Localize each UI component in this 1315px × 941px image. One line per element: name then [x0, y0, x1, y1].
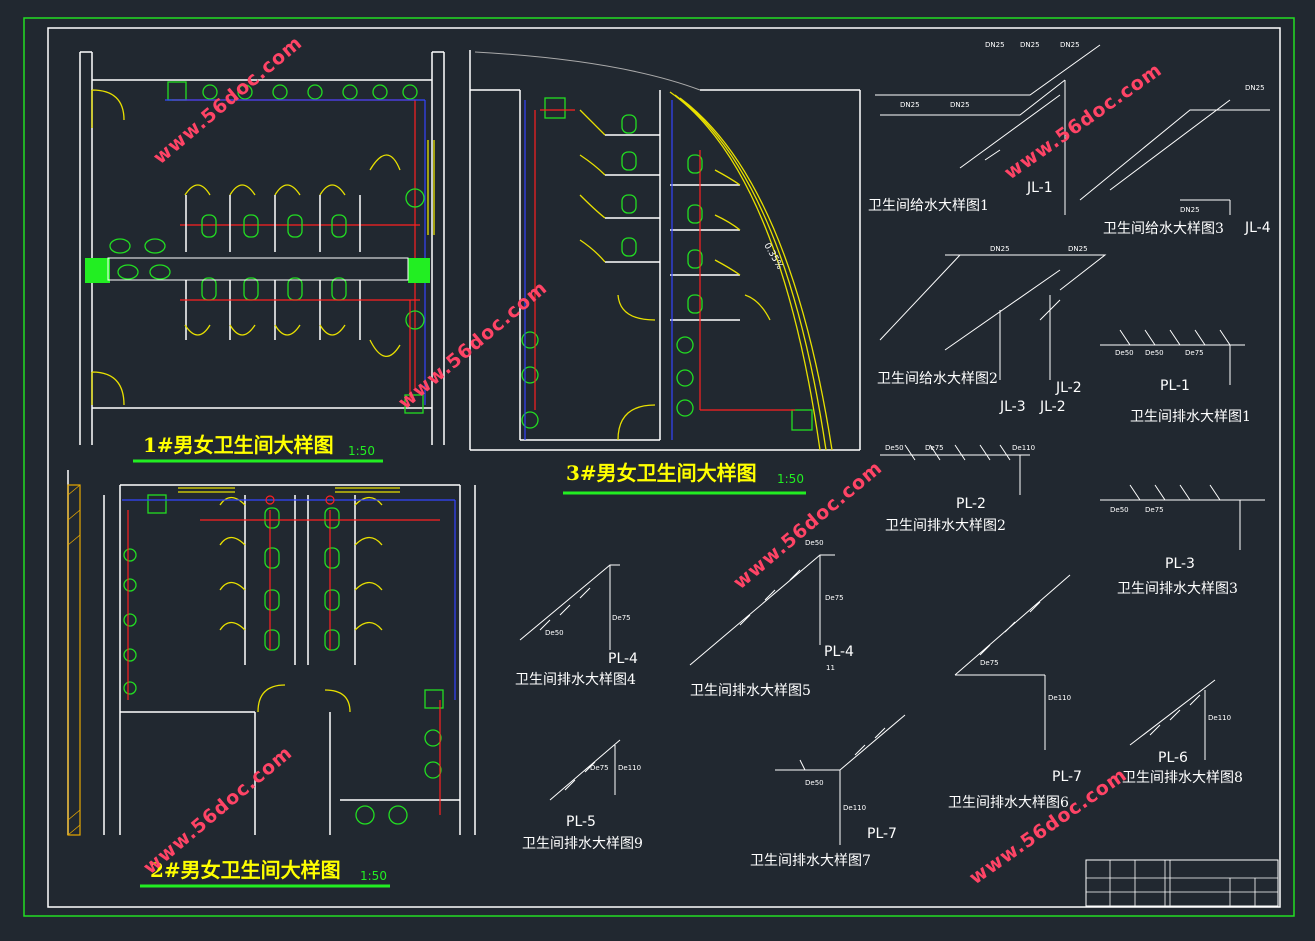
ps2-size-b: De75 [925, 444, 944, 452]
ps3-size-a: De50 [1110, 506, 1129, 514]
drain-diagram-4: De50 De75 [519, 564, 631, 650]
ps3-caption: 卫生间排水大样图3 [1117, 581, 1238, 597]
gs1-tag: JL-1 [1026, 180, 1053, 196]
gs1-size-c: DN25 [1060, 41, 1080, 49]
title-block [1085, 859, 1279, 907]
plan3-scale: 1:50 [777, 472, 804, 486]
drain-diagram-6: De75 De110 [954, 574, 1071, 750]
plan-3: 0.35% [469, 50, 861, 451]
gs3-size: DN25 [1180, 206, 1200, 214]
ps3-size-b: De75 [1145, 506, 1164, 514]
plan1-scale: 1:50 [348, 444, 375, 458]
drain-diagram-9: De75 De110 [549, 739, 641, 801]
plan-1 [79, 51, 445, 445]
drain-diagram-3: De50 De75 [1100, 484, 1265, 550]
ps4-tag: PL-4 [608, 651, 638, 667]
ps4-caption: 卫生间排水大样图4 [515, 672, 636, 688]
gs2-tag-c: JL-2 [1039, 399, 1066, 415]
ps1-size-a: De50 [1115, 349, 1134, 357]
ps5-caption: 卫生间排水大样图5 [690, 683, 811, 699]
drain-diagram-8: De110 [1129, 679, 1231, 760]
ps3-tag: PL-3 [1165, 556, 1195, 572]
ps5-extra: 11 [826, 664, 835, 672]
drain-diagram-2: De50 De75 De110 [880, 444, 1035, 495]
ps9-size-a: De75 [590, 764, 609, 772]
gs2-tag-a: JL-2 [1055, 380, 1082, 396]
gs1-size-a: DN25 [985, 41, 1005, 49]
ps1-tag: PL-1 [1160, 378, 1190, 394]
gs2-caption: 卫生间给水大样图2 [877, 371, 998, 387]
gs3-size-b: DN25 [1245, 84, 1265, 92]
ps2-size-a: De50 [885, 444, 904, 452]
plan2-title: 2#男女卫生间大样图 [150, 858, 341, 882]
inner-frame [47, 27, 1281, 908]
ps1-caption: 卫生间排水大样图1 [1130, 409, 1251, 425]
supply-diagram-1: DN25 DN25 DN25 DN25 DN25 [875, 41, 1101, 215]
ps8-tag: PL-6 [1158, 750, 1188, 766]
gs1-size-e: DN25 [950, 101, 970, 109]
watermark-6: www.56doc.com [965, 764, 1131, 889]
outer-frame [23, 17, 1295, 917]
ps8-caption: 卫生间排水大样图8 [1122, 770, 1243, 786]
ps2-caption: 卫生间排水大样图2 [885, 518, 1006, 534]
plan-2 [67, 470, 476, 836]
ps8-size: De110 [1208, 714, 1231, 722]
ps9-caption: 卫生间排水大样图9 [522, 836, 643, 852]
gs2-size-b: DN25 [1068, 245, 1088, 253]
gs1-size-b: DN25 [1020, 41, 1040, 49]
ps2-size-c: De110 [1012, 444, 1035, 452]
ps6-size-b: De110 [1048, 694, 1071, 702]
ps6-caption: 卫生间排水大样图6 [948, 795, 1069, 811]
gs1-caption: 卫生间给水大样图1 [868, 198, 989, 214]
ps9-tag: PL-5 [566, 814, 596, 830]
ps7-size-b: De110 [843, 804, 866, 812]
drain-diagram-1: De50 De50 De75 [1100, 329, 1245, 385]
ps4-size-a: De50 [545, 629, 564, 637]
gs3-tag: JL-4 [1244, 220, 1271, 236]
gs2-size-a: DN25 [990, 245, 1010, 253]
watermark-3: www.56doc.com [1000, 59, 1166, 184]
ps4-size-b: De75 [612, 614, 631, 622]
ps1-size-c: De75 [1185, 349, 1204, 357]
ps5-size-a: De50 [805, 539, 824, 547]
ps9-size-b: De110 [618, 764, 641, 772]
ps7-size-a: De50 [805, 779, 824, 787]
drain-diagram-5: De50 De75 [689, 539, 844, 666]
ps5-size-b: De75 [825, 594, 844, 602]
supply-diagram-3: DN25 DN25 [1079, 84, 1270, 215]
ps7-caption: 卫生间排水大样图7 [750, 853, 871, 869]
ps2-tag: PL-2 [956, 496, 986, 512]
ps6-tag: PL-7 [1052, 769, 1082, 785]
ps7-tag: PL-7 [867, 826, 897, 842]
ps1-size-b: De50 [1145, 349, 1164, 357]
plan2-scale: 1:50 [360, 869, 387, 883]
supply-diagram-2: DN25 DN25 [879, 245, 1107, 380]
ps6-size-a: De75 [980, 659, 999, 667]
gs1-size-d: DN25 [900, 101, 920, 109]
plan1-title: 1#男女卫生间大样图 [143, 433, 334, 457]
gs2-tag-b: JL-3 [999, 399, 1026, 415]
watermark-2: www.56doc.com [394, 277, 552, 414]
gs3-caption: 卫生间给水大样图3 [1103, 221, 1224, 237]
plan3-title: 3#男女卫生间大样图 [566, 461, 757, 485]
ps5-tag: PL-4 [824, 644, 854, 660]
drain-diagram-7: De50 De110 [775, 714, 906, 845]
